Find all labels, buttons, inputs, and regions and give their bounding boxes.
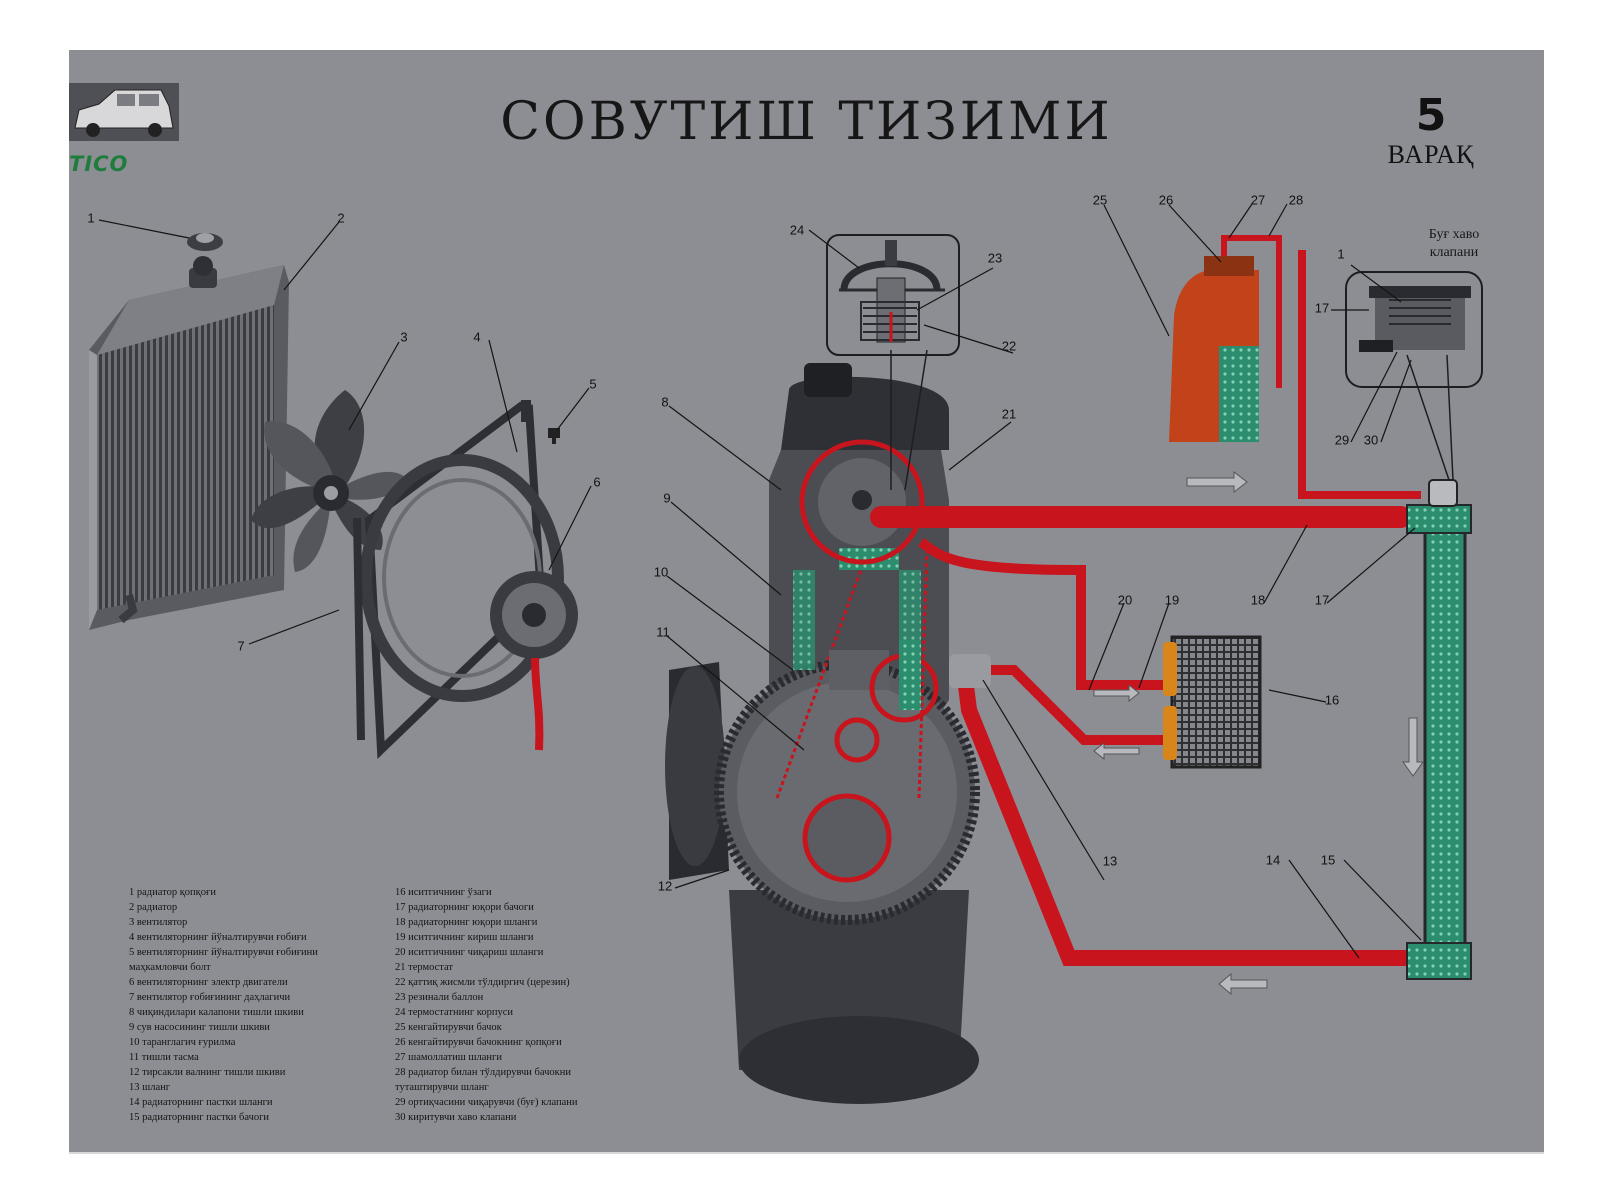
callout-number: 30 — [1363, 432, 1379, 448]
callout-number: 17 — [1314, 592, 1330, 608]
legend-item: 14 радиаторнинг пастки шланги — [129, 1097, 273, 1108]
legend-item: 11 тишли тасма — [129, 1052, 199, 1063]
page-title: СОВУТИШ ТИЗИМИ — [500, 92, 1113, 152]
crank-pulley — [802, 793, 892, 883]
legend-item: 8 чиқиндилари калапони тишли шкиви — [129, 1007, 304, 1018]
legend-item: 27 шамоллатиш шланги — [395, 1052, 502, 1063]
callout-number: 4 — [473, 329, 481, 345]
callout-number: 17 — [1314, 300, 1330, 316]
callout-number: 16 — [1324, 692, 1340, 708]
legend-item: 19 иситгичнинг кириш шланги — [395, 932, 534, 943]
poster-panel: СОВУТИШ ТИЗИМИ 5 ВАРАҚ TICO Буғ хаво кла… — [69, 50, 1544, 1154]
callout-number: 13 — [1102, 853, 1118, 869]
valve-caption-line: клапани — [1429, 245, 1479, 260]
radiator — [89, 256, 289, 630]
callout-number: 10 — [653, 564, 669, 580]
legend-item: 6 вентиляторнинг электр двигатели — [129, 977, 288, 988]
legend-item: 7 вентилятор ғобиғининг даҳлагичи — [129, 992, 291, 1003]
callout-number: 19 — [1164, 592, 1180, 608]
legend-item: 17 радиаторнинг юқори бачоги — [395, 902, 534, 913]
callout-number: 23 — [987, 250, 1003, 266]
cooling-system-diagram — [69, 83, 1483, 1104]
callout-number: 18 — [1250, 592, 1266, 608]
legend-item: 25 кенгайтирувчи бачок — [395, 1022, 502, 1033]
callout-number: 5 — [589, 376, 597, 392]
pressure-valve-inset — [1345, 271, 1483, 481]
callout-number: 6 — [593, 474, 601, 490]
callout-number: 28 — [1288, 192, 1304, 208]
callout-number: 11 — [656, 624, 670, 640]
callout-number: 29 — [1334, 432, 1350, 448]
valve-caption: Буғ хаво клапани — [1394, 226, 1514, 262]
legend-item: 21 термостат — [395, 962, 453, 973]
legend-item: 9 сув насосининг тишли шкиви — [129, 1022, 270, 1033]
legend-item: 18 радиаторнинг юқори шланги — [395, 917, 538, 928]
callout-number: 3 — [400, 329, 408, 345]
legend-item: 20 иситгичнинг чиқариш шланги — [395, 947, 544, 958]
sheet-number-word: ВАРАҚ — [1387, 140, 1475, 169]
callout-number: 8 — [661, 394, 669, 410]
legend-item: туташтирувчи шланг — [395, 1082, 489, 1093]
legend-item: 29 ортиқчасини чиқарувчи (буғ) клапани — [395, 1097, 578, 1108]
water-pump-pulley — [869, 640, 939, 723]
callout-number: 25 — [1092, 192, 1108, 208]
expansion-tank — [1169, 256, 1259, 442]
legend-item: 5 вентиляторнинг йўналтирувчи ғобиғини — [129, 947, 318, 958]
legend-item: 3 вентилятор — [129, 917, 188, 928]
callout-number: 7 — [237, 638, 245, 654]
car-logo-icon — [69, 83, 179, 141]
legend-item: 23 резинали баллон — [395, 992, 484, 1003]
legend-item: 24 термостатнинг корпуси — [395, 1007, 513, 1018]
legend-item: 30 киритувчи хаво клапани — [395, 1112, 517, 1123]
callout-number: 24 — [789, 222, 805, 238]
legend-item: 12 тирсакли валнинг тишли шкиви — [129, 1067, 286, 1078]
legend-item: 16 иситгичнинг ўзаги — [395, 887, 492, 898]
legend-item: 1 радиатор қопқоғи — [129, 887, 216, 898]
fan-motor — [490, 571, 578, 751]
callout-number: 20 — [1117, 592, 1133, 608]
engine — [665, 363, 980, 1104]
legend-item: 22 қаттиқ жисмли тўлдиргич (церезин) — [395, 977, 570, 988]
legend-right: 16 иситгичнинг ўзаги 17 радиаторнинг юқор… — [395, 885, 577, 1125]
callout-number: 15 — [1320, 852, 1336, 868]
legend-item: 4 вентиляторнинг йўналтирувчи ғобиғи — [129, 932, 307, 943]
callout-number: 22 — [1001, 338, 1017, 354]
callout-number: 1 — [1337, 246, 1345, 262]
sheet-number: 5 ВАРАҚ — [1376, 92, 1486, 170]
thermostat-inset — [826, 234, 960, 491]
callout-number: 12 — [657, 878, 673, 894]
flow-arrow-icon — [1093, 470, 1424, 996]
callout-number: 14 — [1265, 852, 1281, 868]
fan-shroud — [353, 400, 564, 759]
callout-number: 9 — [663, 490, 671, 506]
lower-radiator-hose — [949, 654, 1425, 966]
heater-inlet-hose — [918, 537, 1174, 690]
legend-item: 28 радиатор билан тўлдирувчи бачокни — [395, 1067, 572, 1078]
legend-item: 15 радиаторнинг пастки бачоги — [129, 1112, 270, 1123]
leader-lines — [98, 203, 1422, 959]
fan — [251, 390, 409, 572]
legend-item: 26 кенгайтирувчи бачокнинг қопқоғи — [395, 1037, 562, 1048]
tensioner-pulley — [834, 717, 880, 763]
legend-item: маҳкамловчи болт — [129, 962, 211, 973]
heater-outlet-hose — [984, 665, 1174, 745]
legend-item: 10 таранглагич ғурилма — [129, 1037, 236, 1048]
callout-number: 1 — [87, 210, 95, 226]
legend-item: 2 радиатор — [129, 902, 178, 913]
radiator-cap-icon — [187, 233, 223, 251]
callout-number: 27 — [1250, 192, 1266, 208]
heater-core — [1163, 635, 1262, 769]
radiator-tank-schematic — [1406, 479, 1472, 980]
sheet-number-value: 5 — [1415, 90, 1447, 141]
brand-logo: TICO — [69, 152, 129, 176]
legend-item: 13 шланг — [129, 1082, 171, 1093]
legend-left: 1 радиатор қопқоғи 2 радиатор 3 вентилятор… — [129, 885, 318, 1125]
callout-number: 21 — [1001, 406, 1017, 422]
bolt-icon — [548, 428, 560, 444]
cam-pulley — [799, 439, 925, 565]
valve-caption-line: Буғ хаво — [1428, 227, 1480, 242]
callout-number: 2 — [337, 210, 345, 226]
callout-number: 26 — [1158, 192, 1174, 208]
